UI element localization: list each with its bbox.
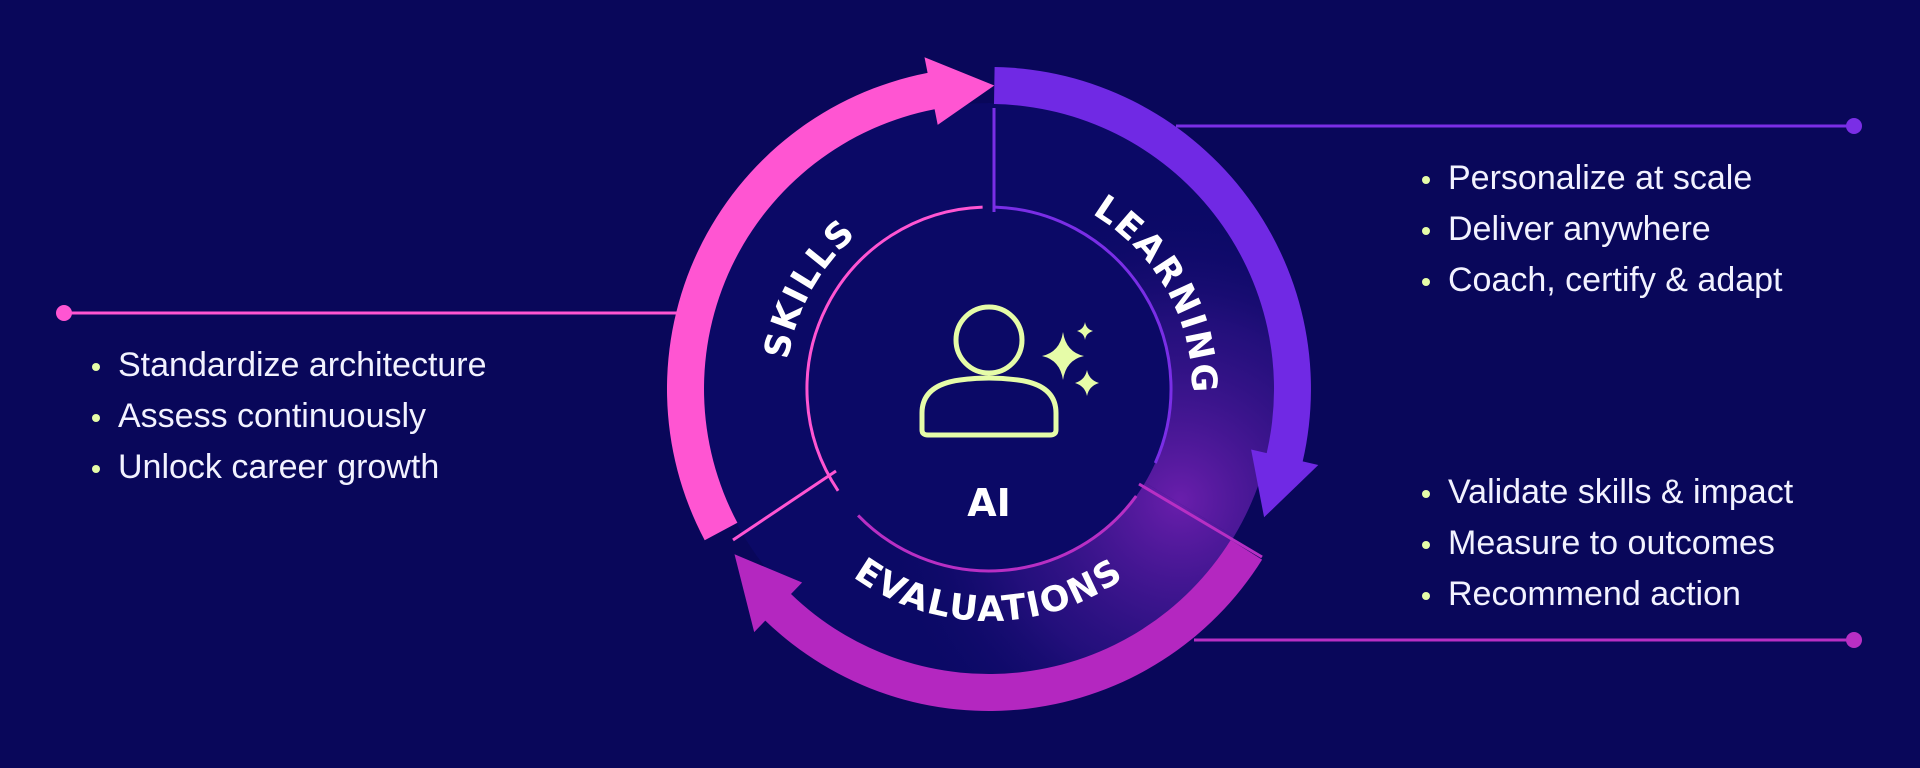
bullet-text: Standardize architecture [118, 346, 487, 384]
evaluations-connector-dot [1846, 632, 1862, 648]
inner-ring-skills [805, 205, 983, 492]
skills-bullet-list: Standardize architecture Assess continuo… [92, 340, 487, 493]
boundary-learning-evaluations [1138, 482, 1263, 559]
bullet-icon [92, 363, 100, 371]
bullet-icon [1422, 176, 1430, 184]
evaluations-bullet-list: Validate skills & impact Measure to outc… [1422, 467, 1793, 620]
list-item: Standardize architecture [92, 340, 487, 391]
evaluations-arrow [734, 540, 1263, 711]
inner-ring-learning [995, 205, 1173, 464]
learning-wedge [992, 103, 1275, 537]
list-item: Personalize at scale [1422, 153, 1783, 204]
list-item: Deliver anywhere [1422, 204, 1783, 255]
bullet-text: Unlock career growth [118, 448, 440, 486]
skills-connector-dot [56, 305, 72, 321]
bullet-icon [1422, 541, 1430, 549]
bullet-icon [1422, 592, 1430, 600]
boundary-skills-evaluations [732, 469, 837, 542]
bullet-icon [92, 414, 100, 422]
bullet-text: Measure to outcomes [1448, 524, 1775, 562]
bullet-text: Validate skills & impact [1448, 473, 1794, 511]
list-item: Validate skills & impact [1422, 467, 1793, 518]
person-sparkles-icon [919, 304, 1099, 438]
bullet-text: Personalize at scale [1448, 159, 1753, 197]
bullet-text: Coach, certify & adapt [1448, 261, 1783, 299]
bullet-text: Deliver anywhere [1448, 210, 1711, 248]
learning-arrow [994, 67, 1319, 518]
list-item: Measure to outcomes [1422, 518, 1793, 569]
person-head-icon [953, 304, 1025, 376]
bullet-text: Recommend action [1448, 575, 1741, 613]
learning-connector-dot [1846, 118, 1862, 134]
center-ai-label: AI [967, 481, 1011, 525]
bullet-icon [1422, 490, 1430, 498]
sparkle-icon [1042, 322, 1099, 396]
evaluations-wedge [746, 482, 1235, 675]
inner-ring-evaluations [857, 495, 1138, 573]
skills-arrow [666, 57, 995, 541]
bullet-icon [1422, 278, 1430, 286]
bullet-text: Assess continuously [118, 397, 427, 435]
bullet-icon [1422, 227, 1430, 235]
person-body-icon [919, 375, 1059, 438]
list-item: Unlock career growth [92, 442, 487, 493]
learning-bullet-list: Personalize at scale Deliver anywhere Co… [1422, 153, 1783, 306]
bullet-icon [92, 465, 100, 473]
list-item: Recommend action [1422, 569, 1793, 620]
list-item: Assess continuously [92, 391, 487, 442]
list-item: Coach, certify & adapt [1422, 255, 1783, 306]
